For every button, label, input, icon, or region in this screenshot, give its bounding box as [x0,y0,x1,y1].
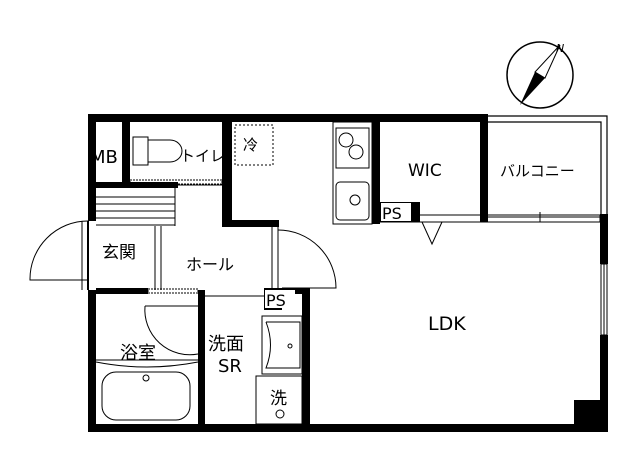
wash-basin [261,315,303,375]
label-fridge: 冷 [243,136,258,154]
label-ps-kitchen: PS [382,204,402,223]
kitchen-counter [332,121,373,225]
label-hall: ホール [186,255,234,274]
stove-burner [338,132,354,148]
compass-circle [506,41,574,109]
label-toilet: トイレ [180,147,225,165]
label-wic: WIC [408,161,442,181]
south-arrow-icon [520,72,545,105]
label-bathroom: 浴室 [120,343,156,364]
compass-label: N [556,42,564,55]
fridge-outline [234,124,274,166]
toilet-bowl-icon [148,139,183,163]
window [454,424,493,432]
bath-door [144,305,199,356]
wic-partition [379,214,601,223]
ldk-door [277,229,337,289]
label-washer: 洗 [270,389,287,409]
label-washroom-sr: SR [218,356,242,377]
label-ps-wash: PS [266,291,286,310]
label-mb: MB [90,147,118,168]
window [379,424,418,432]
stove-burner [348,144,364,160]
toilet-tank [132,136,149,166]
label-entrance: 玄関 [102,243,136,263]
bathtub-icon [101,371,191,421]
kitchen-sink [335,181,370,221]
washer-space [255,375,303,425]
thin-lines [29,121,608,432]
window [204,424,243,432]
label-balcony: バルコニー [500,162,575,180]
label-ldk: LDK [428,313,466,335]
room-labels: MB トイレ 冷 WIC バルコニー PS 玄関 ホール PS LDK 洗面 S… [90,136,575,409]
entrance-door [29,220,89,281]
compass: N [506,41,574,109]
balcony-outline [487,115,608,215]
label-washroom: 洗面 [208,334,244,355]
